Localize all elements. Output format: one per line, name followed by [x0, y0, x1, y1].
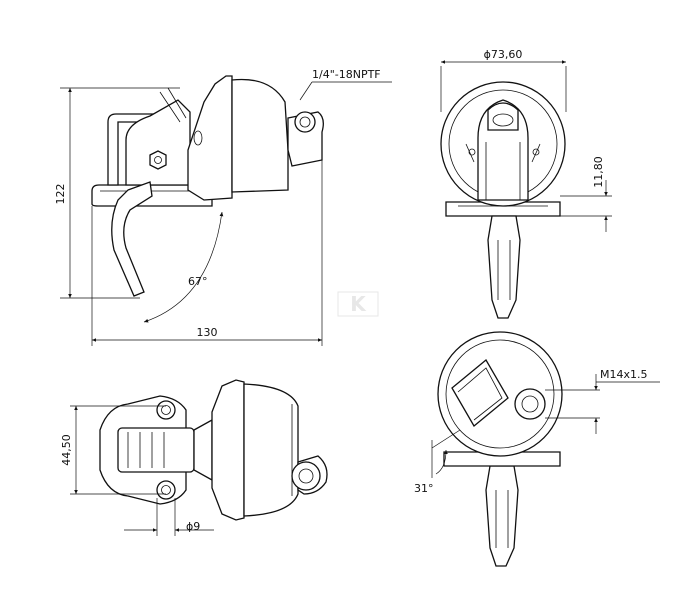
- thread-port-label: 1/4"-18NPTF: [312, 68, 381, 81]
- port-angle-label: 31°: [414, 482, 434, 495]
- body-diameter-label: ϕ73,60: [484, 48, 523, 61]
- bottom-view: M14x1.5 31°: [414, 331, 660, 567]
- watermark-logo: K: [337, 291, 379, 317]
- lever-angle-label: 67°: [188, 275, 208, 288]
- hole-diameter-label: ϕ9: [186, 520, 200, 533]
- outlet-thread-label: M14x1.5: [600, 368, 648, 381]
- mount-width-label: 44,50: [60, 434, 73, 466]
- flange-thickness-label: 11,80: [592, 156, 605, 188]
- top-view: 44,50 ϕ9: [60, 379, 328, 536]
- side-view: 67° 122 130 1/4"-18NPTF: [54, 68, 392, 346]
- hex-nut: [149, 150, 167, 170]
- port-boss-ring: [294, 111, 316, 133]
- height-label: 122: [54, 184, 67, 205]
- length-label: 130: [197, 326, 218, 339]
- front-view: ϕ73,60 11,80: [440, 48, 612, 319]
- svg-text:K: K: [350, 292, 367, 316]
